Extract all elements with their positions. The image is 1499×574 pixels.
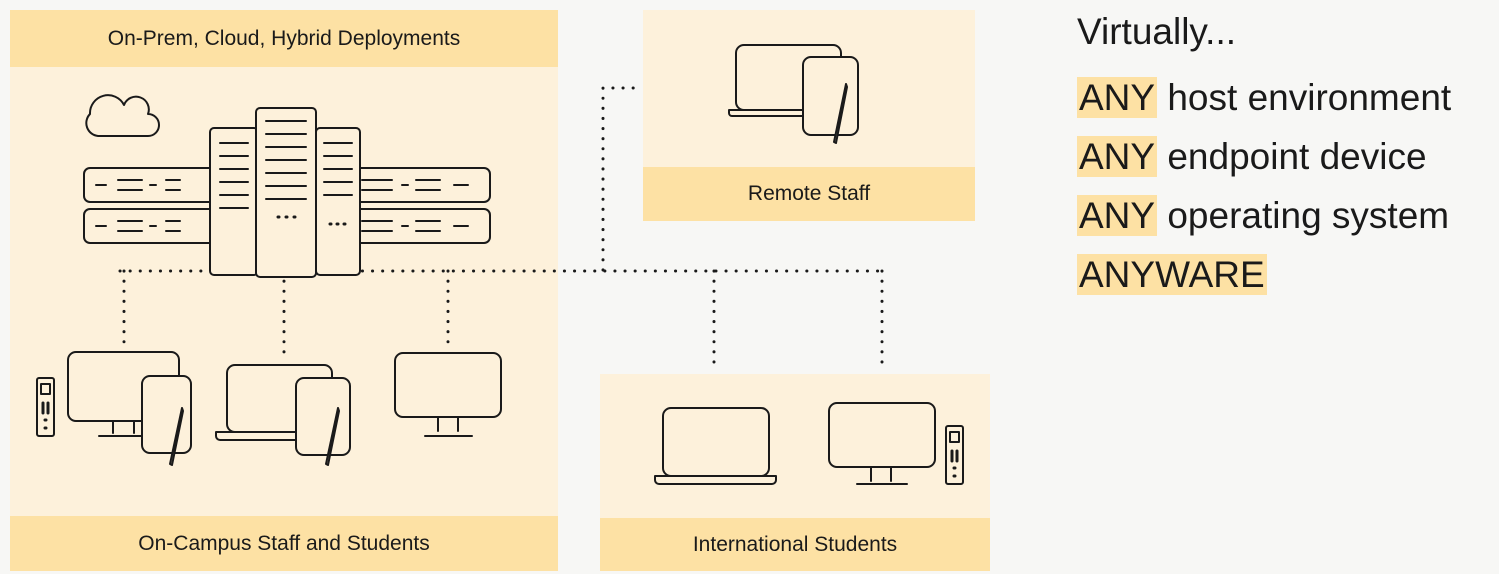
- tablet-pen-icon: [141, 375, 192, 466]
- highlight-any: ANY: [1077, 77, 1158, 118]
- highlight-any: ANY: [1077, 136, 1158, 177]
- tagline-line-anyware: ANYWARE: [1077, 253, 1267, 297]
- campus-footer: On-Campus Staff and Students: [10, 516, 558, 571]
- tablet-pen-icon: [802, 56, 859, 144]
- desktop-monitor-icon: [828, 402, 936, 485]
- tagline-line-os: ANY operating system: [1077, 195, 1450, 236]
- highlight-anyware: ANYWARE: [1077, 254, 1267, 295]
- laptop-icon: [654, 407, 777, 485]
- datacenter-header: On-Prem, Cloud, Hybrid Deployments: [10, 10, 558, 67]
- server-rack-icon: [83, 107, 491, 278]
- pc-tower-icon: [945, 425, 964, 485]
- tagline-line-device: ANY endpoint device: [1077, 136, 1427, 177]
- desktop-monitor-icon: [394, 352, 502, 437]
- remote-staff-label: Remote Staff: [643, 167, 975, 221]
- tagline-line-host: ANY host environment: [1077, 77, 1452, 118]
- cloud-icon: [85, 94, 160, 137]
- network-connections: [118, 86, 887, 368]
- tablet-pen-icon: [295, 377, 351, 466]
- highlight-any: ANY: [1077, 195, 1158, 236]
- tagline-intro: Virtually...: [1077, 11, 1237, 52]
- pc-tower-icon: [36, 377, 55, 437]
- international-label: International Students: [600, 518, 990, 571]
